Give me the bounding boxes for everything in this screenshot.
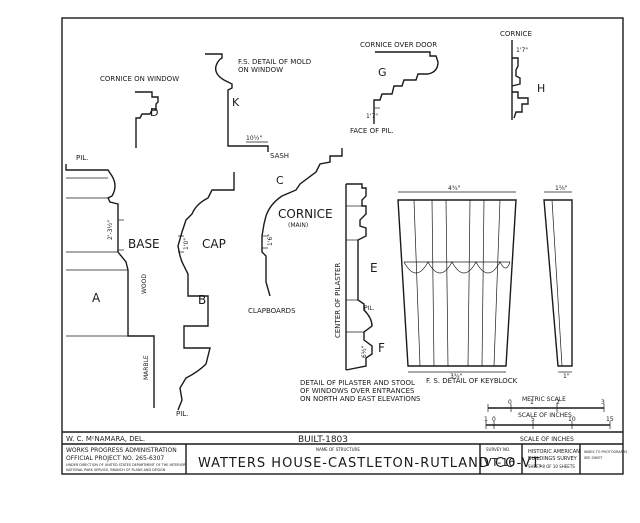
profile-c bbox=[261, 148, 343, 297]
wpa-line-2: OFFICIAL PROJECT NO. 265-6307 bbox=[66, 455, 164, 462]
label-cornice-small: CORNICE bbox=[500, 30, 532, 38]
label-e: E bbox=[370, 261, 378, 275]
label-k: K bbox=[232, 96, 240, 109]
label-pilaster-note-1: DETAIL OF PILASTER AND STOOL bbox=[300, 379, 415, 387]
label-cap: CAP bbox=[202, 237, 226, 251]
label-g-dim: 1'7" bbox=[366, 113, 378, 120]
label-pil-mid: PIL. bbox=[364, 305, 375, 312]
label-sash: SASH bbox=[270, 152, 289, 160]
habs-line-2: BUILDINGS SURVEY bbox=[528, 456, 578, 462]
label-c: C bbox=[276, 174, 284, 187]
inch-tick-15: 15 bbox=[606, 416, 614, 423]
label-face-of-pil: FACE OF PIL. bbox=[350, 127, 394, 135]
label-h: H bbox=[537, 82, 545, 95]
metric-tick-0: 0 bbox=[508, 399, 512, 406]
index-line-1: INDEX TO PHOTOGRAPHS bbox=[584, 450, 627, 454]
label-c-dim: 1'6" bbox=[267, 234, 274, 246]
survey-no-label: SURVEY NO. bbox=[486, 447, 510, 452]
label-keyblock-top-dim: 4¾" bbox=[448, 185, 461, 192]
label-f: F bbox=[378, 341, 385, 355]
label-on-window: ON WINDOW bbox=[238, 66, 283, 74]
inch-scale: SCALE OF INCHES 1 0 5 10 15 SCALE OF INC… bbox=[484, 412, 614, 443]
wpa-line-4: NATIONAL PARK SERVICE, BRANCH OF PLANS A… bbox=[66, 468, 166, 472]
sheet-number: SHEET 8 OF 10 SHEETS bbox=[528, 464, 575, 469]
label-fs-detail-mold: F.S. DETAIL OF MOLD bbox=[238, 58, 311, 66]
keyblock-side bbox=[543, 191, 573, 373]
inch-tick-10: 10 bbox=[568, 416, 576, 423]
wpa-line-1: WORKS PROGRESS ADMINISTRATION bbox=[66, 447, 177, 454]
structure-title: WATTERS HOUSE-CASTLETON-RUTLAND CO-VT. bbox=[198, 456, 544, 471]
built-date: BUILT-1803 bbox=[298, 435, 348, 445]
label-base-dim: 2'-3½" bbox=[107, 220, 114, 240]
inches-scale-title-1: SCALE OF INCHES bbox=[518, 412, 572, 419]
inch-tick-1: 1 bbox=[484, 416, 488, 423]
profile-g bbox=[373, 51, 439, 124]
inch-tick-5: 5 bbox=[531, 416, 535, 423]
metric-scale-title: METRIC SCALE bbox=[522, 396, 566, 403]
name-of-structure-label: NAME OF STRUCTURE bbox=[316, 447, 360, 452]
survey-no: VT-16 bbox=[484, 456, 515, 469]
label-cornice-over-door: CORNICE OVER DOOR bbox=[360, 41, 437, 49]
label-h-dim: 1'7" bbox=[516, 47, 528, 54]
label-keyblock-bottom-dim: 3¾" bbox=[450, 373, 463, 380]
inches-scale-title-2: SCALE OF INCHES bbox=[520, 436, 574, 443]
label-a: A bbox=[92, 291, 101, 305]
label-cornice-on-window: CORNICE ON WINDOW bbox=[100, 75, 179, 83]
profile-pilaster bbox=[65, 164, 235, 411]
metric-tick-1: 1 bbox=[530, 399, 534, 406]
profile-h bbox=[511, 40, 529, 120]
sheet-border bbox=[61, 17, 624, 475]
label-wood: WOOD bbox=[141, 274, 148, 294]
wpa-line-3: UNDER DIRECTION OF UNITED STATES DEPARTM… bbox=[66, 463, 186, 467]
label-k-dim: 10½" bbox=[246, 135, 262, 142]
label-pil-bottom: PIL. bbox=[176, 410, 188, 418]
label-base: BASE bbox=[128, 237, 160, 251]
inch-tick-0: 0 bbox=[492, 416, 496, 423]
label-d: D bbox=[150, 106, 158, 119]
label-center-of-pilaster: CENTER OF PILASTER bbox=[334, 263, 342, 338]
label-pil-top: PIL. bbox=[76, 154, 88, 162]
metric-tick-3: 3 bbox=[601, 399, 605, 406]
label-keyblock-small-dim: 1" bbox=[563, 373, 570, 380]
profile-e-f bbox=[345, 183, 373, 371]
label-main: (MAIN) bbox=[288, 222, 308, 229]
keyblock-front bbox=[397, 191, 517, 373]
profile-k bbox=[205, 53, 269, 152]
label-f-dim: 6½" bbox=[361, 345, 368, 358]
metric-scale: METRIC SCALE 0 1 2 3 bbox=[487, 396, 605, 412]
label-marble: MARBLE bbox=[143, 355, 150, 380]
label-pilaster-note-3: ON NORTH AND EAST ELEVATIONS bbox=[300, 395, 421, 403]
habs-line-1: HISTORIC AMERICAN bbox=[528, 449, 580, 455]
label-keyblock-side-dim: 1⅝" bbox=[555, 185, 568, 192]
profile-d bbox=[135, 91, 159, 148]
delineator-credit: W. C. MᶜNAMARA, DEL. bbox=[66, 435, 145, 443]
label-cap-dim: 1'0" bbox=[183, 238, 190, 250]
index-line-2: SEE SHEET bbox=[584, 456, 604, 460]
label-fs-detail-keyblock: F. S. DETAIL OF KEYBLOCK bbox=[426, 377, 518, 385]
label-cornice-main: CORNICE bbox=[278, 207, 333, 221]
label-clapboards: CLAPBOARDS bbox=[248, 307, 296, 315]
label-pilaster-note-2: OF WINDOWS OVER ENTRANCES bbox=[300, 387, 415, 395]
label-b: B bbox=[198, 293, 206, 307]
label-g: G bbox=[378, 66, 387, 79]
metric-tick-2: 2 bbox=[556, 399, 560, 406]
